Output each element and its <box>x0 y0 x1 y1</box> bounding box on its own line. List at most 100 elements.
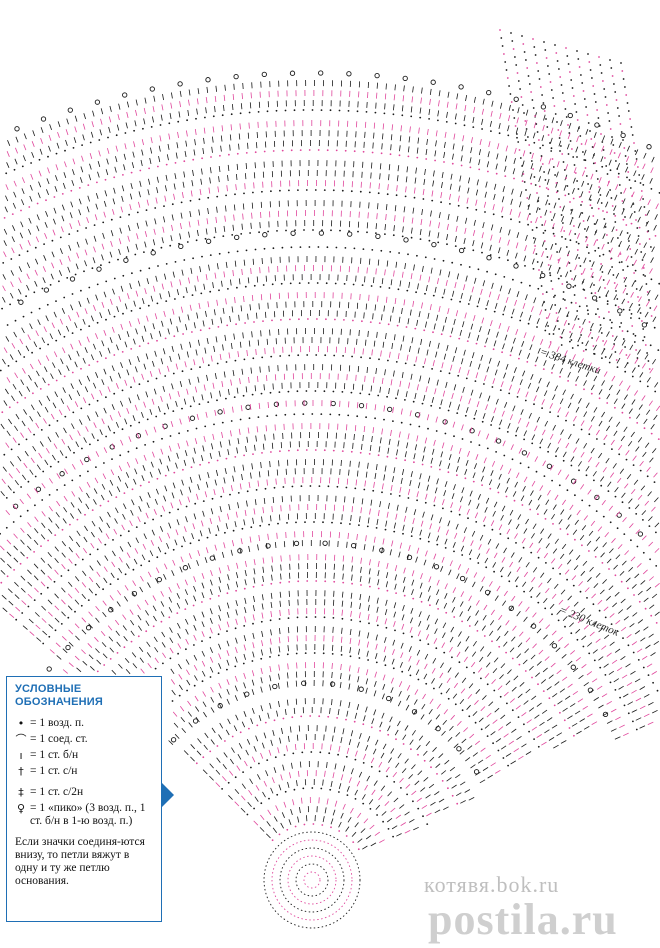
picot-mark <box>546 463 553 469</box>
stitch-mark <box>612 463 617 469</box>
chain-mark <box>208 461 210 464</box>
stitch-mark <box>185 287 188 294</box>
chain-mark <box>340 522 342 525</box>
stitch-mark <box>127 541 132 548</box>
chain-mark <box>127 530 130 533</box>
stitch-mark <box>588 456 593 463</box>
chain-mark <box>216 399 218 402</box>
stitch-mark <box>205 107 207 114</box>
picot-mark <box>358 402 365 409</box>
stitch-mark <box>203 137 205 144</box>
stitch-mark <box>376 597 379 604</box>
picot-mark <box>234 234 240 241</box>
chain-mark <box>315 580 318 582</box>
stitch-mark <box>385 520 388 527</box>
chain-mark <box>573 734 575 737</box>
stitch-mark <box>231 306 234 313</box>
stitch-mark <box>610 439 615 446</box>
stitch-mark <box>121 195 124 202</box>
chain-mark <box>430 766 432 769</box>
chain-mark <box>59 236 62 239</box>
stitch-mark <box>262 575 264 582</box>
stitch-mark <box>69 212 73 219</box>
chain-mark <box>436 773 438 775</box>
stitch-mark <box>398 551 401 558</box>
stitch-mark <box>153 509 157 515</box>
chain-mark <box>626 330 629 333</box>
stitch-mark <box>539 721 545 726</box>
stitch-mark <box>587 713 593 718</box>
stitch-mark <box>419 274 422 281</box>
stitch-mark <box>214 373 217 380</box>
stitch-mark <box>410 607 414 614</box>
stitch-mark <box>250 367 252 374</box>
chain-mark <box>439 468 441 471</box>
stitch-mark <box>243 519 246 526</box>
stitch-mark <box>512 337 516 344</box>
stitch-mark <box>566 260 570 267</box>
chain-mark <box>547 450 549 453</box>
stitch-mark <box>204 347 207 354</box>
chain-mark <box>552 232 555 235</box>
stitch-mark <box>329 707 331 714</box>
stitch-mark <box>514 481 518 488</box>
stitch-mark <box>378 795 383 801</box>
stitch-mark <box>102 232 105 239</box>
chain-mark <box>524 399 527 402</box>
stitch-mark <box>239 378 241 385</box>
chain-mark <box>649 344 652 347</box>
stitch-mark <box>631 367 636 373</box>
stitch-mark <box>215 216 217 223</box>
stitch-mark <box>433 439 436 446</box>
stitch-mark <box>266 543 268 550</box>
picot-mark <box>265 543 271 549</box>
stitch-mark <box>591 593 596 599</box>
stitch-mark <box>361 794 366 800</box>
stitch-mark <box>576 233 580 239</box>
chain-mark <box>348 230 350 233</box>
stitch-mark <box>160 114 163 121</box>
stitch-mark <box>196 750 202 756</box>
stitch-mark <box>240 103 243 110</box>
chain-mark <box>559 150 561 152</box>
chain-mark <box>169 657 172 660</box>
stitch-mark <box>250 222 252 229</box>
stitch-mark <box>172 559 176 566</box>
chain-mark <box>642 274 645 276</box>
stitch-mark <box>75 263 79 270</box>
stitch-mark <box>241 368 244 375</box>
stitch-mark <box>416 547 420 554</box>
stitch-mark <box>43 255 47 261</box>
stitch-mark <box>236 163 239 170</box>
chain-mark <box>638 317 641 320</box>
stitch-mark <box>202 510 205 517</box>
stitch-mark <box>442 325 445 332</box>
stitch-mark <box>350 592 353 599</box>
stitch-mark <box>66 325 70 332</box>
stitch-mark <box>523 332 527 339</box>
stitch-mark <box>243 691 246 698</box>
chain-mark <box>316 282 319 284</box>
stitch-mark <box>593 344 597 351</box>
stitch-mark <box>88 588 94 594</box>
stitch-mark <box>385 599 388 606</box>
chain-mark <box>134 253 137 256</box>
stitch-mark <box>527 382 532 389</box>
stitch-mark <box>348 665 351 672</box>
stitch-mark <box>284 709 287 716</box>
stitch-mark <box>472 240 475 247</box>
stitch-mark <box>86 336 90 343</box>
stitch-mark <box>82 660 88 666</box>
stitch-mark <box>534 425 538 432</box>
stitch-mark <box>457 564 462 570</box>
stitch-mark <box>492 378 496 385</box>
stitch-mark <box>358 329 360 337</box>
stitch-mark <box>326 798 329 805</box>
stitch-mark <box>523 571 529 578</box>
stitch-mark <box>132 376 136 383</box>
stitch-mark <box>251 707 255 714</box>
stitch-mark <box>340 673 342 680</box>
chain-mark <box>182 333 185 335</box>
stitch-mark <box>279 628 281 635</box>
chain-mark <box>422 198 425 200</box>
